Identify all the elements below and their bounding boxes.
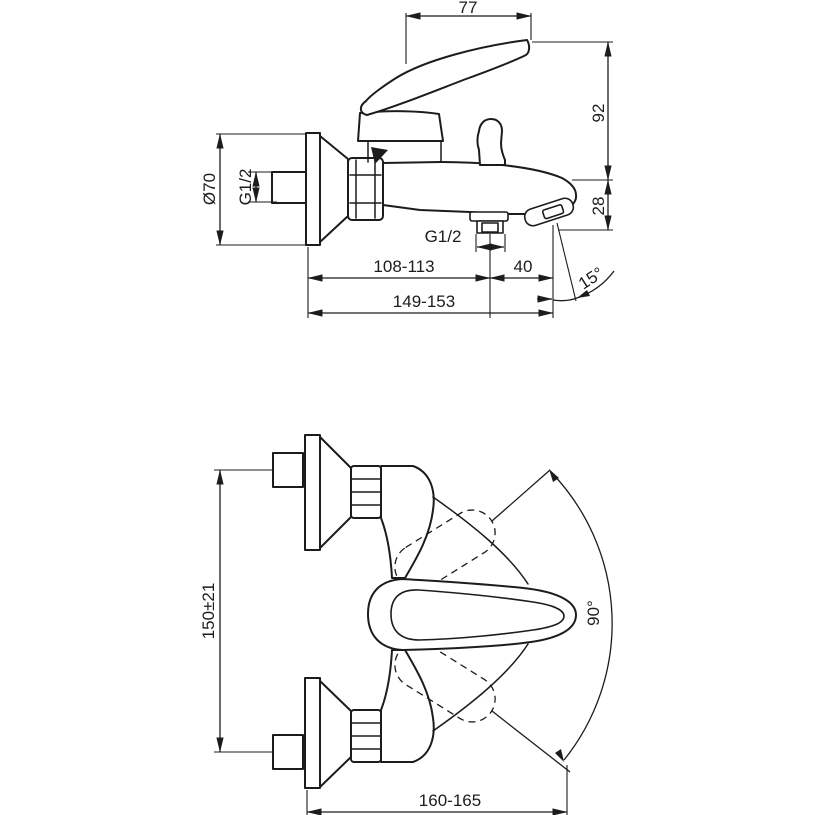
spout-aerator	[523, 197, 575, 227]
dim-label-90deg: 90°	[584, 600, 603, 626]
dim-handle-width: 77	[405, 0, 532, 64]
body-arm-top	[380, 465, 435, 579]
union-nut-side	[347, 157, 384, 221]
dim-wall-to-tip: 149-153	[307, 292, 554, 317]
handle-position-up-dashed	[394, 509, 496, 591]
side-view: 77 92 28 Ø70 G1/2	[200, 0, 615, 318]
cartridge-dome-side	[357, 110, 444, 142]
dim-label-g12-inlet: G1/2	[236, 169, 255, 206]
body-shoulder-top	[432, 496, 529, 585]
dim-label-149-153: 149-153	[393, 292, 455, 311]
dim-label-d70: Ø70	[200, 173, 219, 205]
handle-indicator-wedge	[371, 147, 388, 164]
lever-handle-side	[359, 39, 531, 116]
body-shoulder-bottom	[432, 643, 529, 732]
body-arm-bottom	[380, 649, 435, 763]
dim-label-28: 28	[589, 197, 608, 216]
dim-label-15deg: 15°	[575, 263, 607, 293]
dim-label-77: 77	[459, 0, 478, 17]
dim-label-160-165: 160-165	[419, 791, 481, 810]
dim-height-to-spout: 92	[532, 41, 613, 181]
dim-label-g12-outlet: G1/2	[425, 227, 462, 246]
escutcheon-cone-bottom	[319, 680, 352, 788]
union-nut-bottom	[350, 709, 382, 763]
escutcheon-cone-top	[319, 436, 352, 549]
dim-label-150: 150±21	[199, 583, 218, 640]
dim-inlet-thread: G1/2	[236, 169, 277, 206]
diverter-knob-side	[476, 118, 506, 166]
wall-pipe-stub-side	[271, 171, 307, 204]
handle-position-down-dashed	[394, 641, 496, 723]
front-view: 90° 150±21 160-165	[199, 434, 613, 815]
dim-overall-width: 160-165	[306, 765, 568, 815]
lever-handle-front-inner	[390, 589, 565, 641]
shower-outlet-fitting	[469, 211, 509, 234]
dim-pipe-center-height: 150±21	[199, 469, 274, 753]
dim-label-40: 40	[514, 257, 533, 276]
union-nut-top	[350, 465, 382, 519]
dim-spout-drop: 28	[558, 179, 613, 231]
dim-spout-angle: 15°	[537, 222, 615, 303]
escutcheon-plate-bottom	[304, 677, 321, 789]
wall-pipe-stub-top	[272, 452, 304, 488]
dim-label-108-113: 108-113	[373, 257, 434, 276]
dim-escutcheon-diameter: Ø70	[200, 133, 306, 246]
escutcheon-plate-side	[305, 132, 321, 246]
dim-label-92: 92	[589, 104, 608, 123]
dim-outlet-to-tip: 40	[489, 225, 554, 318]
escutcheon-plate-top	[304, 434, 321, 551]
dim-handle-swing: 90°	[491, 469, 613, 773]
wall-pipe-stub-bottom	[272, 734, 304, 770]
escutcheon-cone-side	[319, 135, 349, 243]
